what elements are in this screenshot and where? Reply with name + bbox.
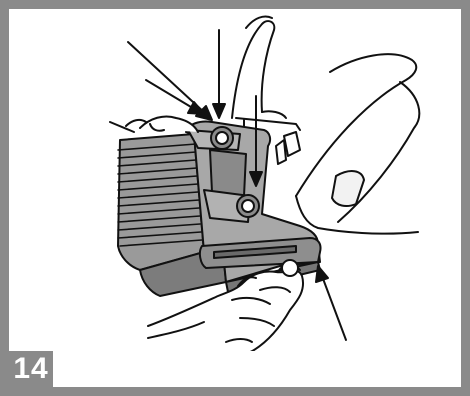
hand-icon (126, 116, 198, 132)
arrow-icon (316, 266, 346, 340)
step-number-badge: 14 (9, 351, 53, 387)
arrow-icon (213, 30, 225, 118)
instruction-illustration (9, 9, 461, 351)
